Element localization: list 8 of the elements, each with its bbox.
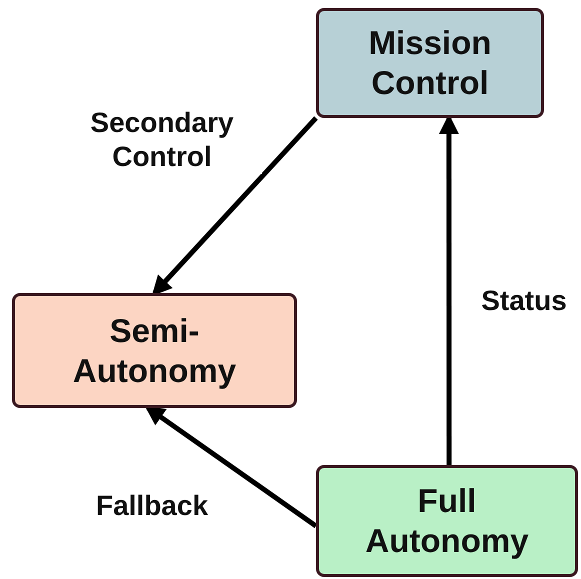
state-box [316,465,578,577]
box-label: Full Autonomy [364,481,530,561]
arrow [144,406,318,528]
box-label: Mission Control [368,23,492,103]
arrow [152,116,318,296]
state-box [316,8,544,118]
state-box [12,293,297,408]
box-label: Semi-Autonomy [72,310,238,390]
